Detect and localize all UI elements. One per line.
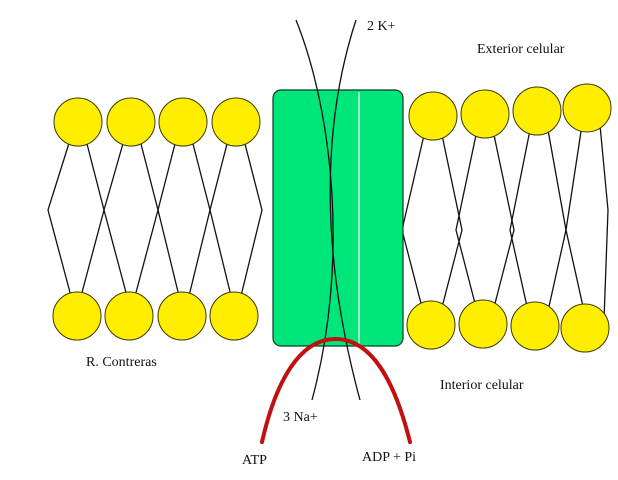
lipid-head (458, 299, 508, 349)
lipid-head (512, 86, 562, 136)
author-label: R. Contreras (86, 355, 157, 370)
lipid-head (209, 291, 259, 341)
atp-label: ATP (242, 453, 267, 468)
potassium-label: 2 K+ (367, 19, 396, 34)
right-bottom-lipid-heads (406, 299, 610, 353)
lipid-head (211, 97, 261, 147)
lipid-head (157, 291, 207, 341)
adp-pi-label: ADP + Pi (362, 450, 417, 465)
lipid-head (460, 89, 510, 139)
ion-paths (295, 19, 361, 401)
sodium-label: 3 Na+ (283, 410, 318, 425)
lipid-head (408, 91, 458, 141)
lipid-head (52, 291, 102, 341)
right-lipid-tails (401, 124, 609, 321)
left-bottom-lipid-heads (52, 291, 259, 341)
lipid-head (106, 97, 156, 147)
atp-curve (260, 336, 412, 444)
ion-path-left (295, 19, 334, 401)
left-top-lipid-heads (53, 97, 261, 147)
lipid-head (562, 83, 612, 133)
lipid-head (406, 300, 456, 350)
interior-label: Interior celular (440, 378, 524, 393)
lipid-head (560, 303, 610, 353)
right-top-lipid-heads (408, 83, 612, 141)
exterior-label: Exterior celular (477, 42, 565, 57)
pump-protein (272, 89, 404, 347)
lipid-head (158, 97, 208, 147)
ion-path-right (329, 19, 361, 401)
lipid-head (53, 97, 103, 147)
lipid-head (510, 301, 560, 351)
lipid-head (104, 291, 154, 341)
left-lipid-tails (47, 139, 263, 301)
